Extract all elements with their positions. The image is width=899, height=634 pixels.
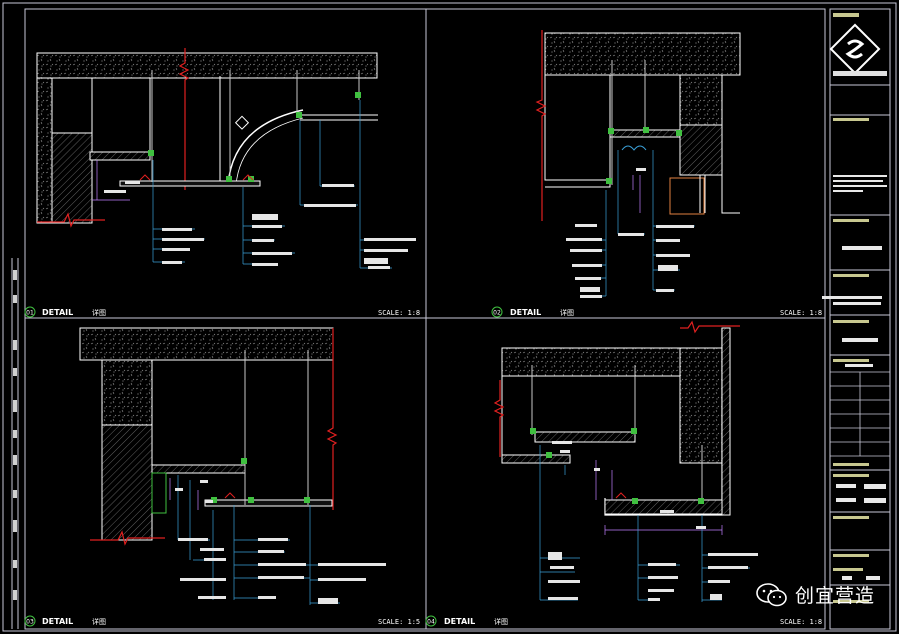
svg-text:01: 01 bbox=[26, 310, 34, 317]
wechat-icon bbox=[756, 582, 787, 606]
svg-text:DETAIL: DETAIL bbox=[42, 617, 73, 626]
detail-02-label: 02 DETAIL 详图 SCALE: 1:8 bbox=[491, 306, 822, 318]
detail-02-drawing bbox=[535, 30, 741, 298]
detail-04-drawing bbox=[493, 320, 758, 602]
svg-text:详图: 详图 bbox=[494, 617, 508, 626]
title-block bbox=[822, 8, 891, 630]
svg-text:详图: 详图 bbox=[92, 308, 106, 317]
svg-text:SCALE: 1:8: SCALE: 1:8 bbox=[780, 309, 822, 317]
svg-text:03: 03 bbox=[26, 619, 34, 626]
detail-04-label: 04 DETAIL 详图 SCALE: 1:8 bbox=[425, 615, 822, 627]
watermark-text: 创宜营造 bbox=[794, 585, 875, 607]
svg-text:04: 04 bbox=[427, 619, 435, 626]
inner-border bbox=[24, 8, 826, 630]
svg-text:SCALE: 1:8: SCALE: 1:8 bbox=[780, 618, 822, 626]
svg-text:02: 02 bbox=[493, 310, 501, 317]
svg-text:DETAIL: DETAIL bbox=[510, 308, 541, 317]
company-logo bbox=[829, 23, 887, 76]
watermark: 创宜营造 bbox=[755, 581, 875, 608]
detail-03-label: 03 DETAIL 详图 SCALE: 1:5 bbox=[24, 615, 420, 627]
svg-text:DETAIL: DETAIL bbox=[444, 617, 475, 626]
svg-text:详图: 详图 bbox=[92, 617, 106, 626]
left-margin-strip bbox=[11, 258, 19, 629]
detail-01-label: 01 DETAIL 详图 SCALE: 1:8 bbox=[24, 306, 420, 318]
detail-03-drawing bbox=[79, 327, 386, 605]
svg-text:DETAIL: DETAIL bbox=[42, 308, 73, 317]
svg-text:详图: 详图 bbox=[560, 308, 574, 317]
svg-text:SCALE: 1:5: SCALE: 1:5 bbox=[378, 618, 420, 626]
svg-text:SCALE: 1:8: SCALE: 1:8 bbox=[378, 309, 420, 317]
detail-01-drawing bbox=[36, 48, 416, 269]
